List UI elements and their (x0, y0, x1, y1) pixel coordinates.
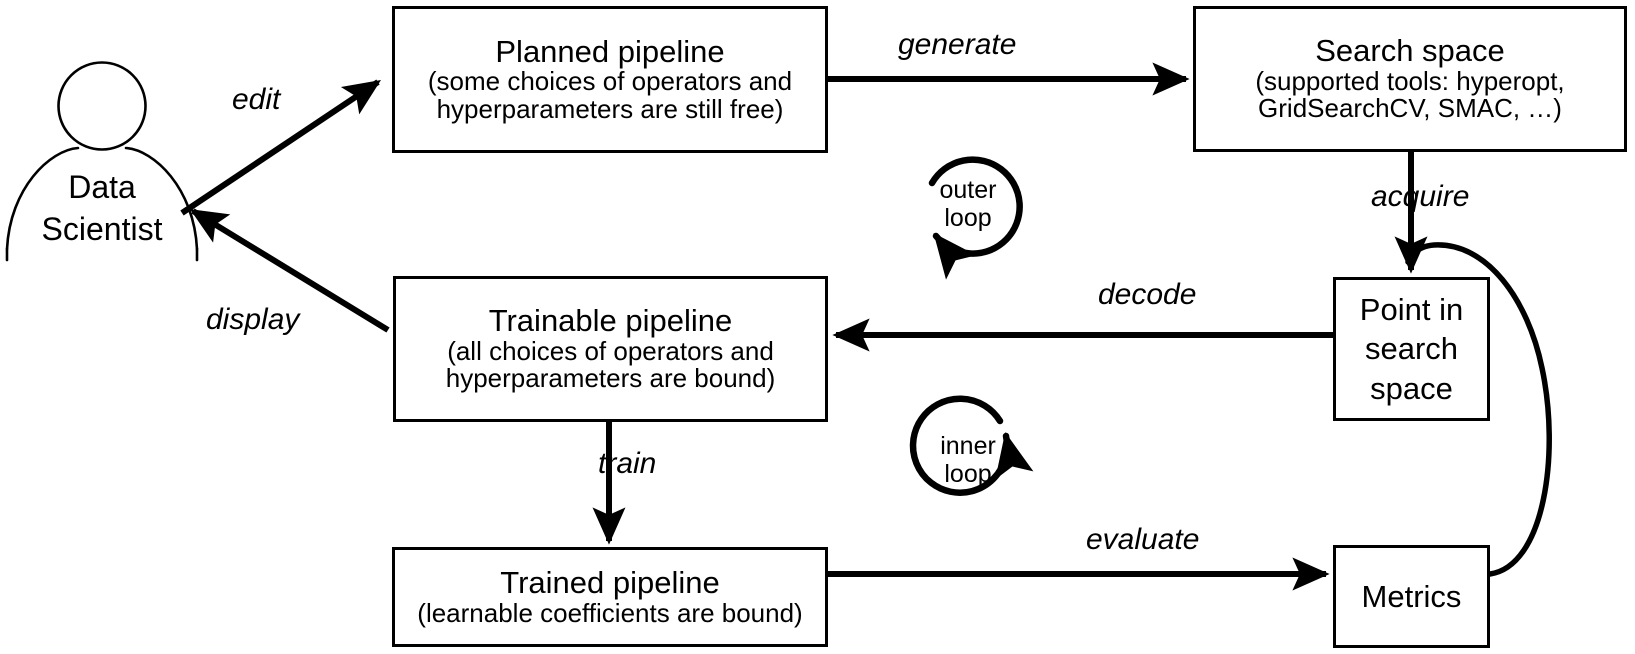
edge-display-arrow (189, 208, 390, 333)
outer-loop-icon (928, 156, 1023, 280)
node-planned-pipeline-sub-1: (some choices of operators and (427, 66, 793, 97)
node-search-space-sub-2: GridSearchCV, SMAC, …) (1258, 93, 1562, 124)
node-search-space-sub-1: (supported tools: hyperopt, (1255, 65, 1565, 96)
node-trainable-pipeline-sub-2: hyperparameters are bound) (445, 363, 776, 394)
edge-label-decode: decode (1098, 278, 1197, 311)
data-scientist-label-line-1: Data (68, 169, 136, 205)
node-trainable-pipeline-sub-1: (all choices of operators and (447, 335, 774, 366)
node-point-in-search-space[interactable]: Point in search space (1333, 277, 1490, 421)
node-trained-pipeline-sub-1: (learnable coefficients are bound) (417, 597, 803, 628)
inner-loop-icon (909, 395, 1034, 496)
edge-edit-arrow (180, 79, 381, 216)
node-search-space-title: Search space (1315, 33, 1505, 69)
data-scientist-label: Data Scientist (22, 166, 182, 250)
node-metrics[interactable]: Metrics (1333, 545, 1490, 648)
node-trainable-pipeline-title: Trainable pipeline (488, 303, 733, 339)
edge-feedback-curve (1405, 242, 1552, 577)
outer-loop-label-line-2: loop (944, 204, 992, 232)
node-trained-pipeline-title: Trained pipeline (500, 564, 720, 600)
outer-loop-label: outer loop (928, 176, 1008, 232)
node-point-in-search-space-line-3: space (1370, 370, 1453, 406)
inner-loop-label: inner loop (928, 432, 1008, 488)
edge-label-evaluate: evaluate (1086, 523, 1200, 556)
inner-loop-label-line-1: inner (940, 432, 996, 460)
node-point-in-search-space-line-1: Point in (1359, 291, 1464, 327)
node-search-space[interactable]: Search space (supported tools: hyperopt,… (1193, 6, 1627, 152)
node-planned-pipeline[interactable]: Planned pipeline (some choices of operat… (392, 6, 828, 153)
data-scientist-label-line-2: Scientist (41, 211, 163, 248)
node-trainable-pipeline[interactable]: Trainable pipeline (all choices of opera… (393, 276, 828, 422)
node-metrics-title: Metrics (1361, 578, 1462, 614)
node-trained-pipeline[interactable]: Trained pipeline (learnable coefficients… (392, 547, 828, 647)
edge-label-acquire: acquire (1371, 180, 1470, 213)
edge-label-display: display (206, 303, 300, 336)
inner-loop-label-line-2: loop (944, 460, 992, 488)
node-planned-pipeline-sub-2: hyperparameters are still free) (436, 93, 784, 124)
edge-label-train: train (598, 447, 657, 480)
edge-label-edit: edit (232, 83, 281, 116)
node-planned-pipeline-title: Planned pipeline (495, 33, 725, 69)
outer-loop-label-line-1: outer (939, 176, 997, 204)
edge-label-generate: generate (898, 28, 1017, 61)
node-point-in-search-space-line-2: search (1364, 331, 1459, 367)
